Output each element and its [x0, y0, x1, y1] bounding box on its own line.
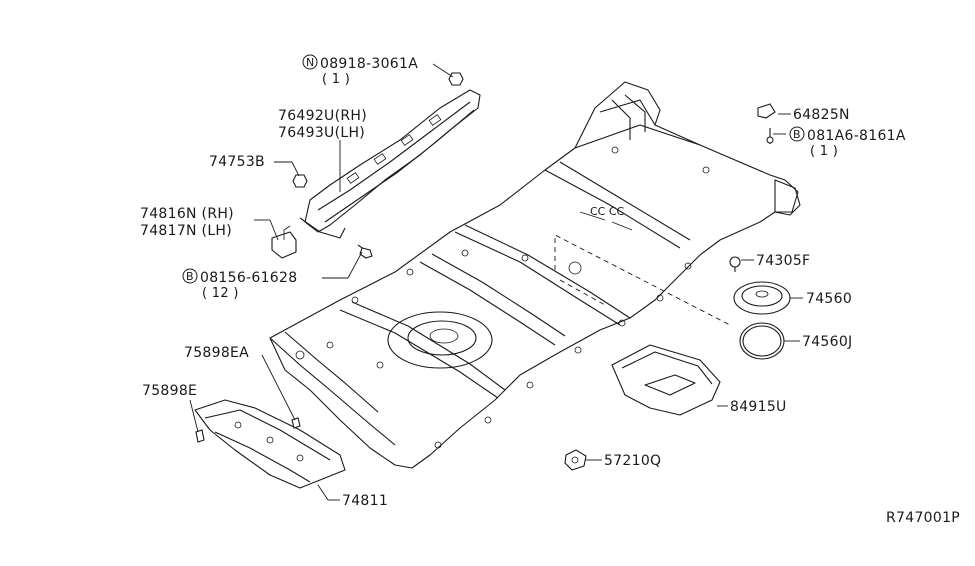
tray-84915u-part [611, 344, 721, 416]
side-member-part [299, 72, 481, 239]
part-number-label: 74811 [342, 493, 388, 509]
part-number-label: 74560J [802, 334, 852, 350]
callout-symbol-n [302, 54, 318, 70]
bolt-part [357, 244, 373, 259]
part-number-label: 74816N (RH) [140, 206, 234, 222]
callout-prefix: N [306, 56, 314, 69]
part-number-label: 84915U [730, 399, 787, 415]
part-number-label: 76493U(LH) [278, 125, 365, 141]
part-number-label: 75898E [142, 383, 197, 399]
part-number-label: 74753B [209, 154, 265, 170]
part-number-label: 76492U(RH) [278, 108, 367, 124]
nut-part [292, 174, 308, 188]
leader-lines [189, 63, 803, 501]
reference-code: R747001P [886, 510, 960, 526]
floor-panel: CC CC [269, 81, 801, 469]
callout-symbol-b [182, 268, 198, 284]
callout-prefix: B [793, 128, 801, 141]
part-number-label: 74817N (LH) [140, 223, 232, 239]
clip-64825n-part [757, 103, 776, 119]
part-number-label: 57210Q [604, 453, 661, 469]
bracket-part [271, 225, 297, 259]
ring-74560j-part [739, 322, 785, 360]
callout-prefix: B [186, 270, 194, 283]
quantity-label: ( 1 ) [810, 144, 838, 159]
part-number-label: 75898EA [184, 345, 249, 361]
callout-symbol-b [789, 126, 805, 142]
grommet-57210q-part [564, 449, 587, 471]
part-number-label: 081A6-8161A [807, 128, 906, 144]
quantity-label: ( 12 ) [202, 286, 239, 301]
quantity-label: ( 1 ) [322, 72, 350, 87]
part-number-label: 08156-61628 [200, 270, 297, 286]
part-number-label: 64825N [793, 107, 850, 123]
cap-74560-part [733, 281, 791, 315]
part-number-label: 08918-3061A [320, 56, 418, 72]
callout-08156: B 08156-61628 ( 12 ) [182, 268, 297, 301]
part-number-label: 74560 [806, 291, 852, 307]
under-cover-part [194, 399, 346, 489]
callout-081a6: B 081A6-8161A ( 1 ) [789, 126, 906, 159]
bolt-081a6-part [766, 128, 774, 144]
part-number-label: 74305F [756, 253, 810, 269]
plug-74305f-part [729, 256, 741, 272]
svg-text:CC CC: CC CC [590, 205, 625, 218]
callout-08918: N 08918-3061A ( 1 ) [302, 54, 418, 87]
